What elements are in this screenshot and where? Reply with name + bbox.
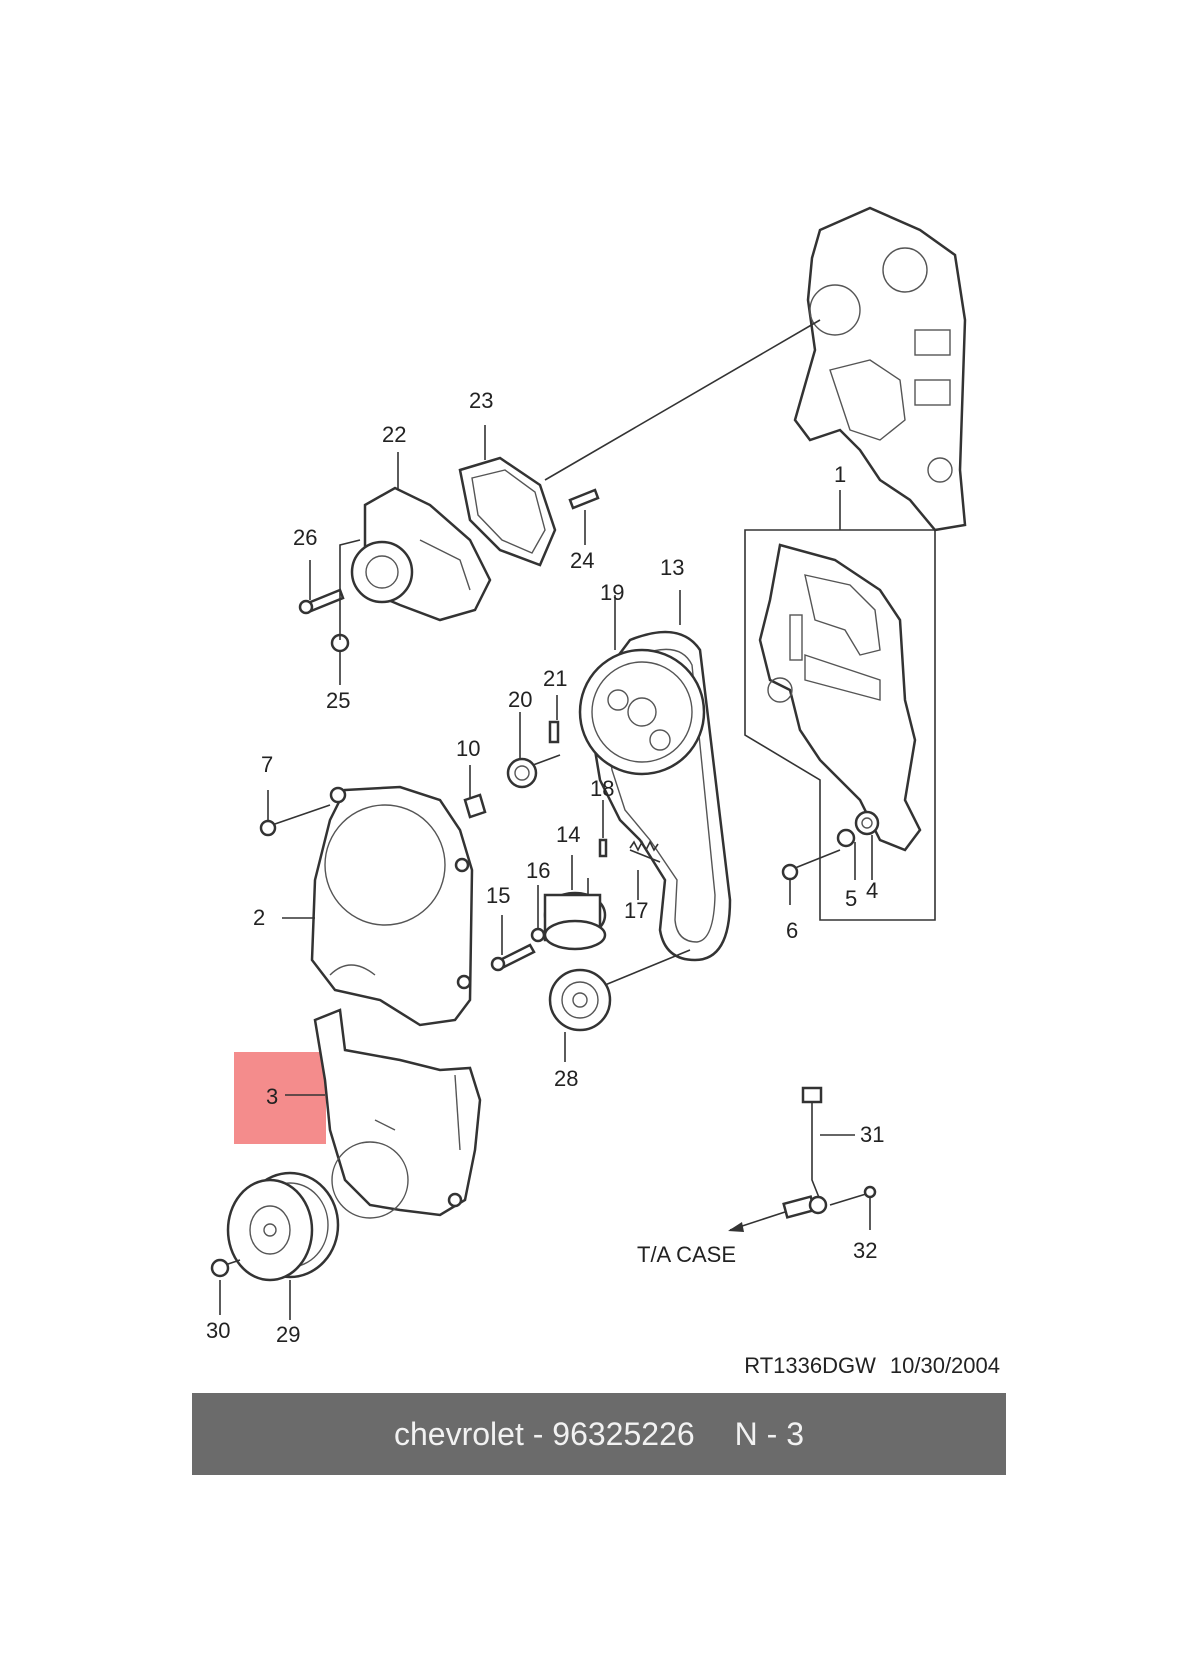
- callout-23[interactable]: 23: [469, 388, 493, 413]
- callout-30[interactable]: 30: [206, 1318, 230, 1343]
- banner-code: N - 3: [734, 1415, 804, 1452]
- camshaft-sprocket: [578, 648, 706, 776]
- drawing-id: RT1336DGW: [744, 1353, 876, 1378]
- callout-10[interactable]: 10: [456, 736, 480, 761]
- crankshaft-pulley: [226, 1171, 340, 1282]
- bolt-15: [490, 943, 536, 972]
- callout-4[interactable]: 4: [866, 878, 878, 903]
- crankshaft-sprocket: [548, 968, 612, 1032]
- callout-24[interactable]: 24: [570, 548, 594, 573]
- key-21: [548, 720, 560, 744]
- bolt-20: [506, 754, 561, 789]
- banner-title: chevrolet - 96325226: [394, 1415, 695, 1452]
- sensor-31: [782, 1086, 828, 1219]
- callout-7[interactable]: 7: [261, 752, 273, 777]
- highlight-box: [234, 1052, 326, 1144]
- washer-16: [530, 927, 546, 943]
- callout-29[interactable]: 29: [276, 1322, 300, 1347]
- callout-20[interactable]: 20: [508, 687, 532, 712]
- dowel-10: [463, 793, 487, 819]
- callout-21[interactable]: 21: [543, 666, 567, 691]
- engine-block: [793, 206, 967, 532]
- nut-4: [854, 810, 880, 836]
- callout-19[interactable]: 19: [600, 580, 624, 605]
- callout-15[interactable]: 15: [486, 883, 510, 908]
- part-banner: chevrolet - 96325226 N - 3: [192, 1393, 1006, 1475]
- callout-32[interactable]: 32: [853, 1238, 877, 1263]
- callout-5[interactable]: 5: [845, 886, 857, 911]
- bolt-30: [210, 1258, 241, 1278]
- callout-2[interactable]: 2: [253, 905, 265, 930]
- callout-25[interactable]: 25: [326, 688, 350, 713]
- washer-5: [836, 828, 856, 848]
- callout-17[interactable]: 17: [624, 898, 648, 923]
- spring-17: [629, 840, 661, 863]
- callout-28[interactable]: 28: [554, 1066, 578, 1091]
- bolt-32: [863, 1185, 877, 1199]
- callout-16[interactable]: 16: [526, 858, 550, 883]
- callout-31[interactable]: 31: [860, 1122, 884, 1147]
- callout-6[interactable]: 6: [786, 918, 798, 943]
- callout-14[interactable]: 14: [556, 822, 580, 847]
- water-pump: [350, 486, 492, 622]
- rear-timing-cover: [758, 543, 922, 852]
- bolt-26: [298, 588, 345, 615]
- drawing-reference: RT1336DGW 10/30/2004: [700, 1353, 1000, 1379]
- pin-18: [598, 838, 608, 858]
- drawing-date: 10/30/2004: [889, 1353, 1000, 1378]
- tensioner-pulley: [543, 891, 607, 951]
- lower-timing-cover: [313, 1008, 482, 1219]
- callout-3[interactable]: 3: [266, 1084, 278, 1109]
- bolt-7: [259, 804, 331, 837]
- callout-26[interactable]: 26: [293, 525, 317, 550]
- upper-timing-cover: [310, 785, 474, 1027]
- callout-22[interactable]: 22: [382, 422, 406, 447]
- direction-label: T/A CASE: [637, 1242, 736, 1267]
- stud-24: [568, 488, 600, 510]
- callout-13[interactable]: 13: [660, 555, 684, 580]
- water-pump-gasket: [458, 456, 557, 567]
- callout-18[interactable]: 18: [590, 776, 614, 801]
- callout-1[interactable]: 1: [834, 462, 846, 487]
- callout-1-bracket: [744, 490, 936, 921]
- bolt-6: [781, 849, 841, 881]
